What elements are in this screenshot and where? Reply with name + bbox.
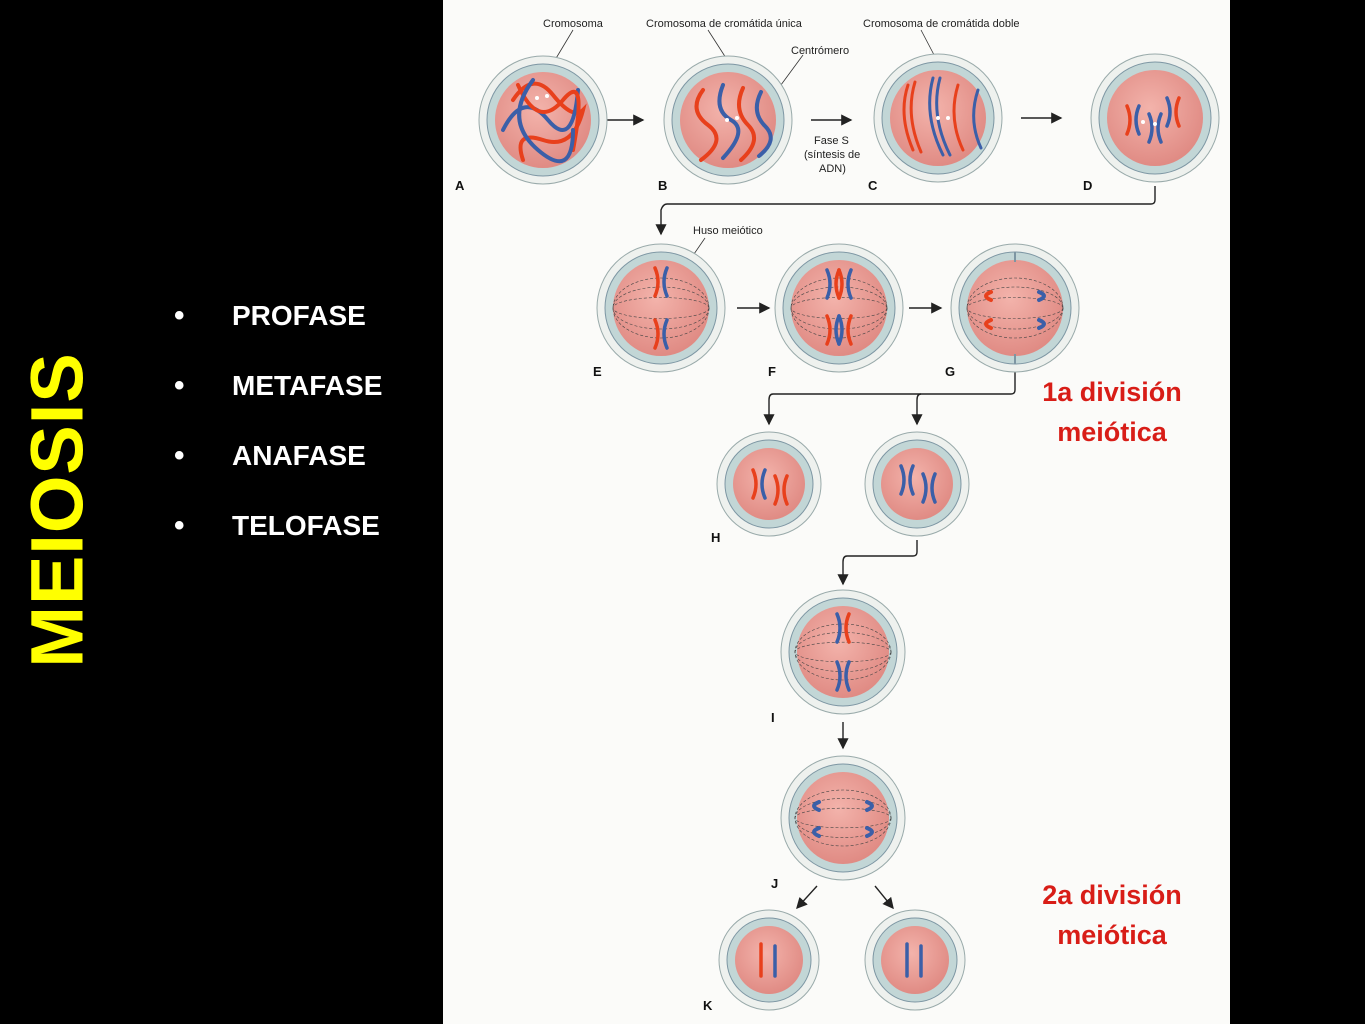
stage-letter-d: D: [1083, 178, 1092, 193]
label-single-chromatid: Cromosoma de cromátida única: [646, 18, 803, 30]
bullet-icon: •: [174, 299, 185, 332]
cell-stage-a: [478, 55, 608, 185]
phase-item: • TELOFASE: [170, 502, 382, 572]
cell-stage-e: [596, 243, 726, 373]
centromere-dot: [1153, 122, 1157, 126]
arrow-j-k1: [796, 885, 818, 910]
cell-stage-d: [1090, 53, 1220, 183]
cell-stage-g: [950, 243, 1080, 373]
cell-stage-k-right: [864, 909, 966, 1011]
cell-stage-i: [780, 589, 906, 715]
centromere-dot: [1141, 120, 1145, 124]
stage-letter-h: H: [711, 530, 720, 545]
second-division-line2: meiótica: [1057, 920, 1167, 950]
first-division-line2: meiótica: [1057, 417, 1167, 447]
bullet-icon: •: [174, 439, 185, 472]
label-s-phase-1: Fase S: [814, 135, 849, 147]
arrow-g-h2: [911, 393, 923, 426]
stage-letter-e: E: [593, 364, 602, 379]
label-centromere: Centrómero: [791, 45, 849, 57]
label-s-phase-3: ADN): [819, 163, 846, 175]
bullet-icon: •: [174, 369, 185, 402]
stage-letter-i: I: [771, 710, 775, 725]
first-division-label: 1a división meiótica: [1012, 372, 1212, 452]
label-s-phase-2: (síntesis de: [804, 149, 860, 161]
centromere-dot: [946, 116, 950, 120]
phase-item: • METAFASE: [170, 362, 382, 432]
second-division-line1: 2a división: [1042, 880, 1182, 910]
cell-stages: [478, 53, 1220, 1011]
slide-title: MEIOSIS: [16, 330, 99, 690]
label-double-chromatid: Cromosoma de cromátida doble: [863, 18, 1020, 30]
arrow-d-e: [655, 186, 1156, 236]
stage-letter-j: J: [771, 876, 778, 891]
phase-label: PROFASE: [232, 300, 366, 331]
centromere-dot: [936, 116, 940, 120]
flow-arrows: [605, 112, 1156, 910]
second-division-label: 2a división meiótica: [1012, 875, 1212, 955]
cell-stage-h-left: [716, 431, 822, 537]
first-division-line1: 1a división: [1042, 377, 1182, 407]
stage-letter-a: A: [455, 178, 465, 193]
phase-item: • ANAFASE: [170, 432, 382, 502]
cell-stage-k-left: [718, 909, 820, 1011]
stage-letter-g: G: [945, 364, 955, 379]
cell-stage-h-right: [864, 431, 970, 537]
phase-label: TELOFASE: [232, 510, 380, 541]
stage-letter-c: C: [868, 178, 878, 193]
centromere-dot: [735, 116, 739, 120]
stage-letter-b: B: [658, 178, 667, 193]
phase-label: METAFASE: [232, 370, 383, 401]
centromere-dot: [725, 118, 729, 122]
phase-item: • PROFASE: [170, 292, 382, 362]
arrow-j-k2: [874, 885, 894, 910]
meiosis-diagram: Cromosoma Cromosoma de cromátida única C…: [455, 18, 1220, 1013]
label-spindle: Huso meiótico: [693, 225, 763, 237]
phase-label: ANAFASE: [232, 440, 366, 471]
slide-title-text: MEIOSIS: [15, 352, 99, 668]
phase-list: • PROFASE • METAFASE • ANAFASE • TELOFASE: [170, 292, 382, 572]
centromere-dot: [545, 94, 549, 98]
stage-letter-k: K: [703, 998, 713, 1013]
arrow-g-h: [763, 372, 1016, 426]
arrow-h-i: [837, 540, 918, 586]
meiosis-diagram-panel: Cromosoma Cromosoma de cromátida única C…: [443, 0, 1230, 1024]
bullet-icon: •: [174, 509, 185, 542]
label-chromosome: Cromosoma: [543, 18, 604, 30]
stage-letter-f: F: [768, 364, 776, 379]
centromere-dot: [535, 96, 539, 100]
cell-stage-f: [774, 243, 904, 373]
cell-stage-j: [780, 755, 906, 881]
